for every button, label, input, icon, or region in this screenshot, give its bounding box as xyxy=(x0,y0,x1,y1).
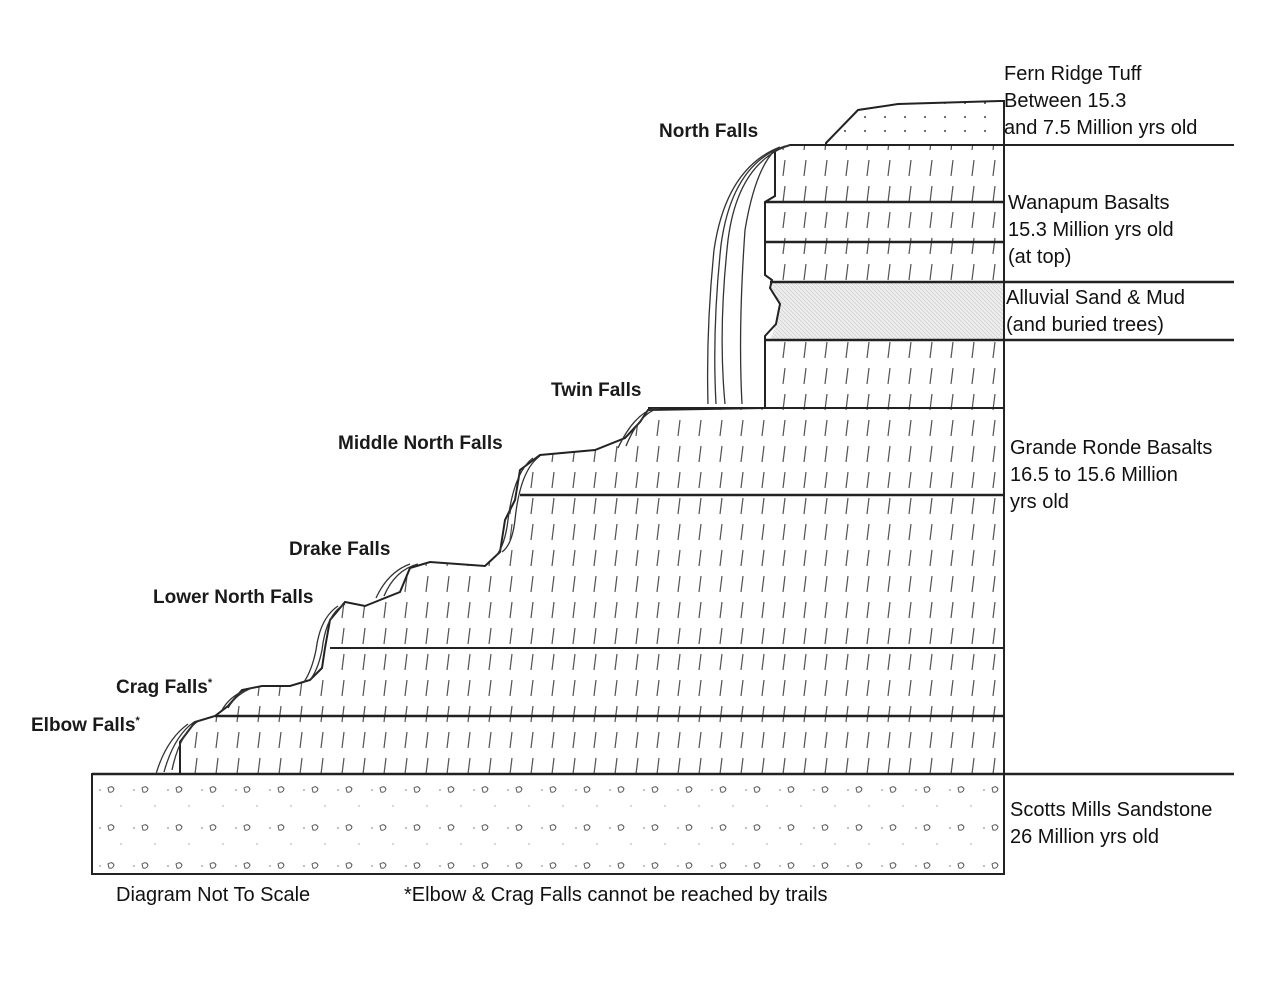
trail-note: *Elbow & Crag Falls cannot be reached by… xyxy=(404,884,828,906)
alluvial-layer xyxy=(770,282,1004,340)
tuff-layer xyxy=(825,100,1005,146)
label-elbow-falls: Elbow Falls* xyxy=(31,715,140,736)
label-scotts-mills-sandstone: Scotts Mills Sandstone 26 Million yrs ol… xyxy=(1010,799,1213,848)
asterisk-mark: * xyxy=(135,715,140,727)
label-north-falls: North Falls xyxy=(659,121,759,142)
basalt-cliff-steps xyxy=(180,145,1004,774)
asterisk-mark: * xyxy=(207,677,213,689)
cliff-outline xyxy=(148,144,1004,775)
scale-note: Diagram Not To Scale xyxy=(116,884,311,906)
layer-boundaries xyxy=(92,144,1234,776)
label-wanapum-basalts: Wanapum Basalts 15.3 Million yrs old (at… xyxy=(1008,192,1174,268)
label-twin-falls: Twin Falls xyxy=(551,380,642,401)
label-crag-falls: Crag Falls* xyxy=(116,677,213,698)
waterfall-streams xyxy=(155,144,791,775)
label-grande-ronde-basalts: Grande Ronde Basalts 16.5 to 15.6 Millio… xyxy=(1010,437,1213,513)
label-drake-falls: Drake Falls xyxy=(289,539,391,560)
label-lower-north-falls: Lower North Falls xyxy=(153,587,314,608)
label-middle-north-falls: Middle North Falls xyxy=(338,433,503,454)
label-alluvial-sand-mud: Alluvial Sand & Mud (and buried trees) xyxy=(1006,287,1185,336)
label-fern-ridge-tuff: Fern Ridge Tuff Between 15.3 and 7.5 Mil… xyxy=(1004,63,1198,139)
sandstone-layer xyxy=(91,773,1005,875)
